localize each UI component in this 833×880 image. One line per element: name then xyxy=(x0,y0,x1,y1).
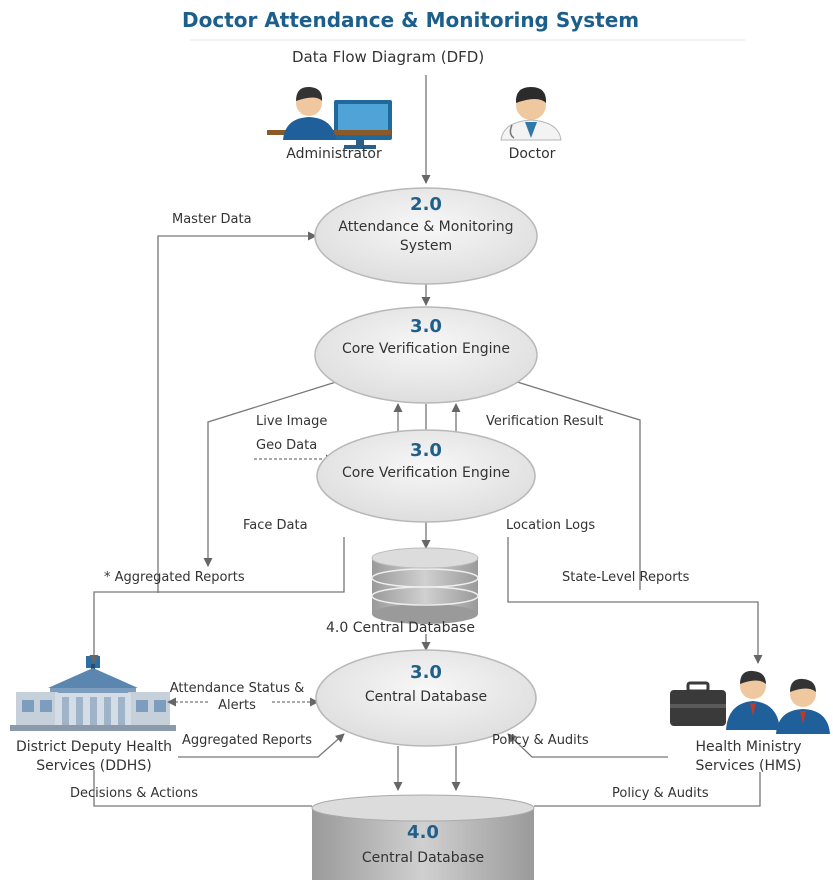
datastore-central-database-1 xyxy=(371,547,479,624)
flow-label-attendance-status: Attendance Status & Alerts xyxy=(169,681,305,713)
process-central-database xyxy=(315,649,537,747)
diagram-subtitle: Data Flow Diagram (DFD) xyxy=(292,48,485,66)
flow-policy-audits-mid xyxy=(507,733,668,758)
flow-label-master-data: Master Data xyxy=(172,212,252,227)
hms-officials-icon xyxy=(670,670,830,734)
flow-policy-audits-bottom xyxy=(534,772,761,807)
flow-master-data xyxy=(157,231,317,593)
flow-label-verification-result: Verification Result xyxy=(486,414,604,429)
actor-ddhs-label: District Deputy Health Services (DDHS) xyxy=(15,739,173,774)
flow-label-state-level-reports: State-Level Reports xyxy=(562,570,690,585)
process-attendance-name: Attendance & Monitoring System xyxy=(338,219,514,254)
flow-label-decisions-actions: Decisions & Actions xyxy=(70,786,199,801)
flow-label-live-image: Live Image xyxy=(256,414,328,429)
process-core2-name: Core Verification Engine xyxy=(342,465,510,481)
datastore-1-label: 4.0 Central Database xyxy=(326,620,475,636)
actor-doctor-label: Doctor xyxy=(508,146,556,162)
actor-administrator-label: Administrator xyxy=(286,146,382,162)
flow-hms-verification-line xyxy=(513,380,641,590)
process-attendance-monitoring xyxy=(314,187,538,285)
flow-core-to-reports xyxy=(203,381,337,567)
process-core2-number: 3.0 xyxy=(410,440,442,461)
flow-label-aggregated-reports-top: * Aggregated Reports xyxy=(104,570,245,585)
page-title: Doctor Attendance & Monitoring System xyxy=(182,8,640,32)
process-core1-number: 3.0 xyxy=(410,316,442,337)
doctor-icon xyxy=(500,87,562,141)
process-core-verification-1 xyxy=(314,306,538,404)
process-attendance-number: 2.0 xyxy=(410,194,442,215)
administrator-icon xyxy=(267,86,392,149)
actor-hms-label: Health Ministry Services (HMS) xyxy=(695,739,802,774)
flow-face-data xyxy=(89,537,345,664)
ddhs-building-icon xyxy=(10,656,176,731)
process-central-number: 3.0 xyxy=(410,662,442,683)
datastore-2-number: 4.0 xyxy=(407,822,439,843)
flow-label-policy-audits-mid: Policy & Audits xyxy=(492,733,589,748)
process-core-verification-2 xyxy=(316,429,536,523)
process-core1-name: Core Verification Engine xyxy=(342,341,510,357)
flow-aggregated-reports-bottom xyxy=(178,733,345,758)
flow-label-aggregated-reports-bottom: Aggregated Reports xyxy=(182,733,313,748)
flow-decisions-actions xyxy=(93,770,312,807)
datastore-central-database-2 xyxy=(311,794,535,880)
flow-label-face-data: Face Data xyxy=(243,518,308,533)
process-central-name: Central Database xyxy=(364,689,488,705)
flow-label-policy-audits-bottom: Policy & Audits xyxy=(612,786,709,801)
flow-label-location-logs: Location Logs xyxy=(506,518,596,533)
flow-state-level-reports xyxy=(507,537,763,664)
datastore-2-name: Central Database xyxy=(361,850,485,866)
flow-label-geo-data: Geo Data xyxy=(256,438,318,453)
